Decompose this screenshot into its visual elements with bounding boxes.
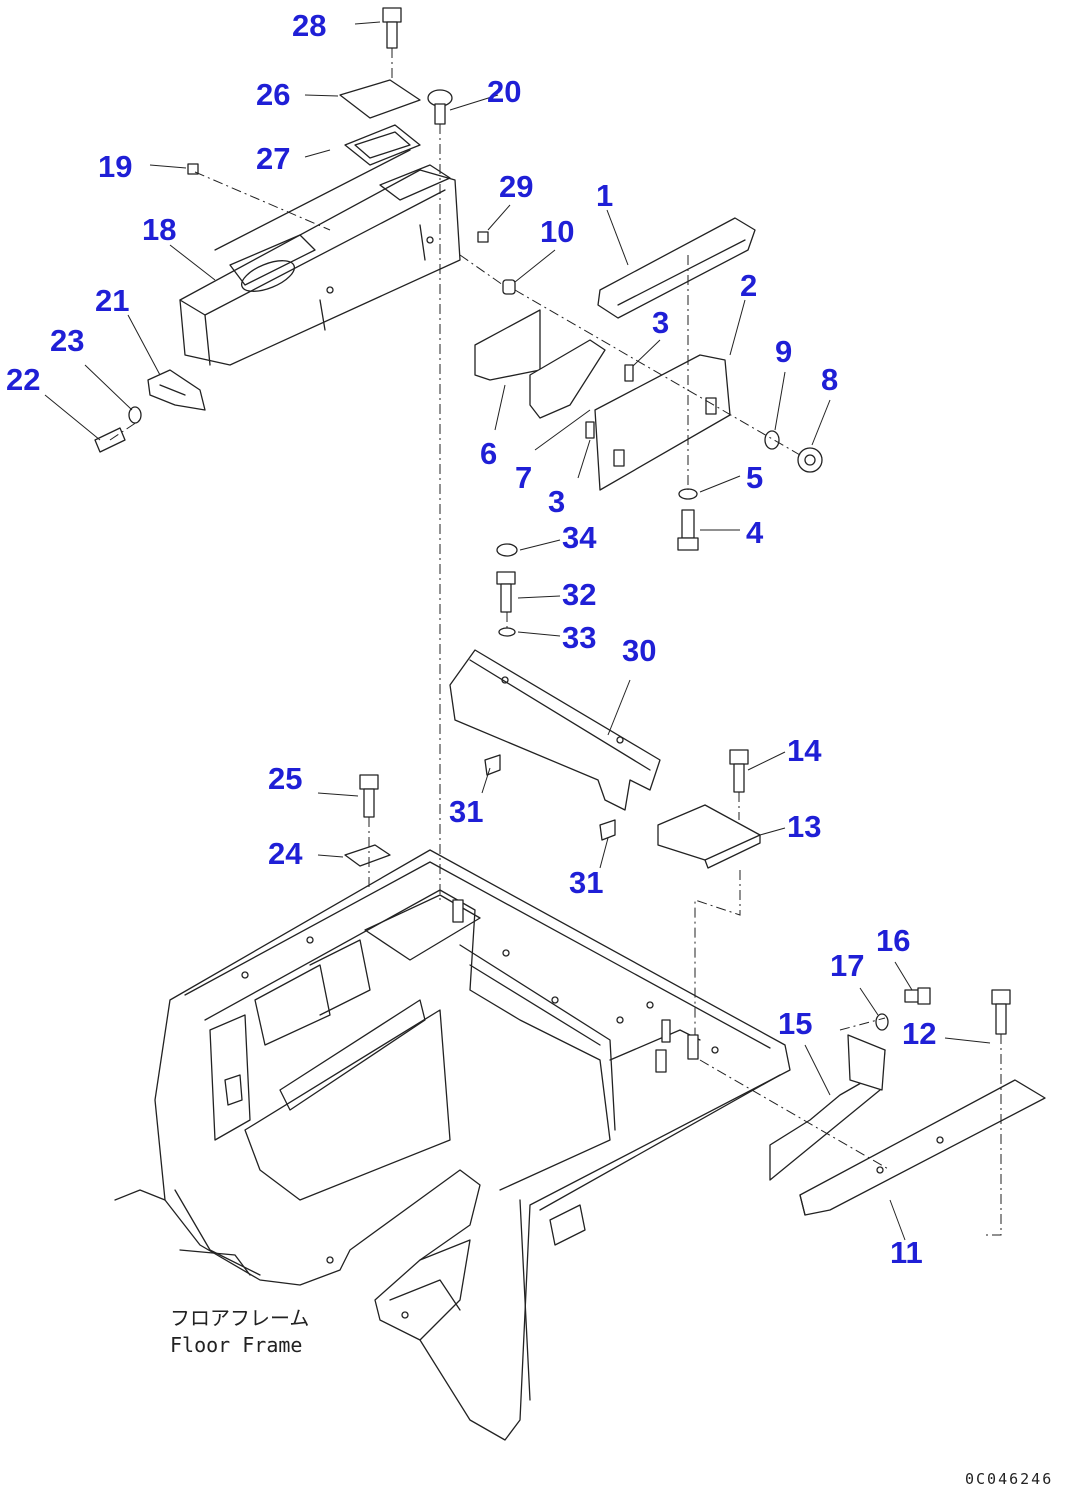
- part-label-3-upper[interactable]: 3: [652, 305, 669, 340]
- part-label-10[interactable]: 10: [540, 214, 574, 249]
- part-label-15[interactable]: 15: [778, 1006, 812, 1041]
- part-label-32[interactable]: 32: [562, 577, 596, 612]
- console-box-18[interactable]: [179, 149, 461, 366]
- cover-15[interactable]: [769, 1034, 886, 1181]
- plate-24[interactable]: [344, 844, 391, 867]
- part-label-13[interactable]: 13: [787, 809, 821, 844]
- part-label-4[interactable]: 4: [746, 515, 764, 550]
- clip-3-upper[interactable]: [624, 364, 634, 382]
- part-label-14[interactable]: 14: [787, 733, 822, 768]
- part-label-7[interactable]: 7: [515, 460, 532, 495]
- part-label-23[interactable]: 23: [50, 323, 84, 358]
- part-label-5[interactable]: 5: [746, 460, 763, 495]
- part-label-2[interactable]: 2: [740, 268, 757, 303]
- bolt-12[interactable]: [991, 989, 1011, 1035]
- cover-6[interactable]: [474, 309, 541, 381]
- washer-33[interactable]: [498, 627, 516, 637]
- cover-26[interactable]: [339, 79, 421, 119]
- part-label-19[interactable]: 19: [98, 149, 132, 184]
- part-label-31-left[interactable]: 31: [449, 794, 483, 829]
- part-label-21[interactable]: 21: [95, 283, 129, 318]
- bolt-14[interactable]: [729, 749, 749, 793]
- part-label-9[interactable]: 9: [775, 334, 792, 369]
- washer-17[interactable]: [875, 1013, 889, 1031]
- part-label-12[interactable]: 12: [902, 1016, 936, 1051]
- part-label-18[interactable]: 18: [142, 212, 176, 247]
- washer-23[interactable]: [128, 406, 142, 424]
- floor-frame-caption-en: Floor Frame: [170, 1333, 302, 1357]
- part-label-25[interactable]: 25: [268, 761, 302, 796]
- part-label-31-right[interactable]: 31: [569, 865, 603, 900]
- part-label-3-lower[interactable]: 3: [548, 484, 565, 519]
- armrest-1[interactable]: [597, 217, 756, 319]
- part-label-28[interactable]: 28: [292, 8, 326, 43]
- part-label-22[interactable]: 22: [6, 362, 40, 397]
- part-label-20[interactable]: 20: [487, 74, 521, 109]
- knob-8[interactable]: [797, 447, 823, 473]
- bolt-16[interactable]: [904, 987, 931, 1005]
- part-label-29[interactable]: 29: [499, 169, 533, 204]
- part-label-34[interactable]: 34: [562, 520, 597, 555]
- part-label-1[interactable]: 1: [596, 178, 613, 213]
- bracket-13[interactable]: [657, 804, 761, 869]
- plate-7[interactable]: [529, 339, 606, 419]
- bolt-19[interactable]: [187, 163, 199, 175]
- assembly-center-lines: [109, 48, 1002, 1236]
- seal-27[interactable]: [344, 124, 421, 166]
- part-labels: 1 2 3 3 4 5 6 7 8 9 10 11 12 13 14 15 16…: [6, 8, 936, 1270]
- clip-3-lower[interactable]: [585, 421, 595, 439]
- washer-5[interactable]: [678, 488, 698, 500]
- part-label-33[interactable]: 33: [562, 620, 596, 655]
- part-label-24[interactable]: 24: [268, 836, 303, 871]
- bracket-11[interactable]: [799, 1079, 1046, 1216]
- bracket-21[interactable]: [147, 369, 206, 411]
- part-label-16[interactable]: 16: [876, 923, 910, 958]
- bolt-28[interactable]: [382, 7, 402, 49]
- floor-frame-caption-jp: フロアフレーム: [170, 1306, 309, 1330]
- bolt-29[interactable]: [477, 231, 489, 243]
- cap-34[interactable]: [496, 543, 518, 557]
- drawing-number: 0C046246: [965, 1470, 1053, 1488]
- bolt-20[interactable]: [427, 89, 453, 125]
- bolt-25[interactable]: [359, 774, 379, 818]
- part-label-6[interactable]: 6: [480, 436, 497, 471]
- floor-frame: [114, 849, 791, 1441]
- bolt-32[interactable]: [496, 571, 516, 613]
- part-label-26[interactable]: 26: [256, 77, 290, 112]
- leader-lines: [44, 21, 991, 1241]
- clip-31-left[interactable]: [484, 754, 501, 776]
- bolt-4[interactable]: [677, 509, 699, 551]
- part-label-30[interactable]: 30: [622, 633, 656, 668]
- part-label-17[interactable]: 17: [830, 948, 864, 983]
- armrest-pad-2[interactable]: [594, 354, 731, 491]
- cover-30[interactable]: [449, 649, 661, 811]
- part-label-27[interactable]: 27: [256, 141, 290, 176]
- part-label-8[interactable]: 8: [821, 362, 838, 397]
- washer-9[interactable]: [764, 430, 780, 450]
- clip-31-right[interactable]: [599, 819, 616, 841]
- part-label-11[interactable]: 11: [890, 1235, 923, 1270]
- collar-10[interactable]: [502, 279, 516, 295]
